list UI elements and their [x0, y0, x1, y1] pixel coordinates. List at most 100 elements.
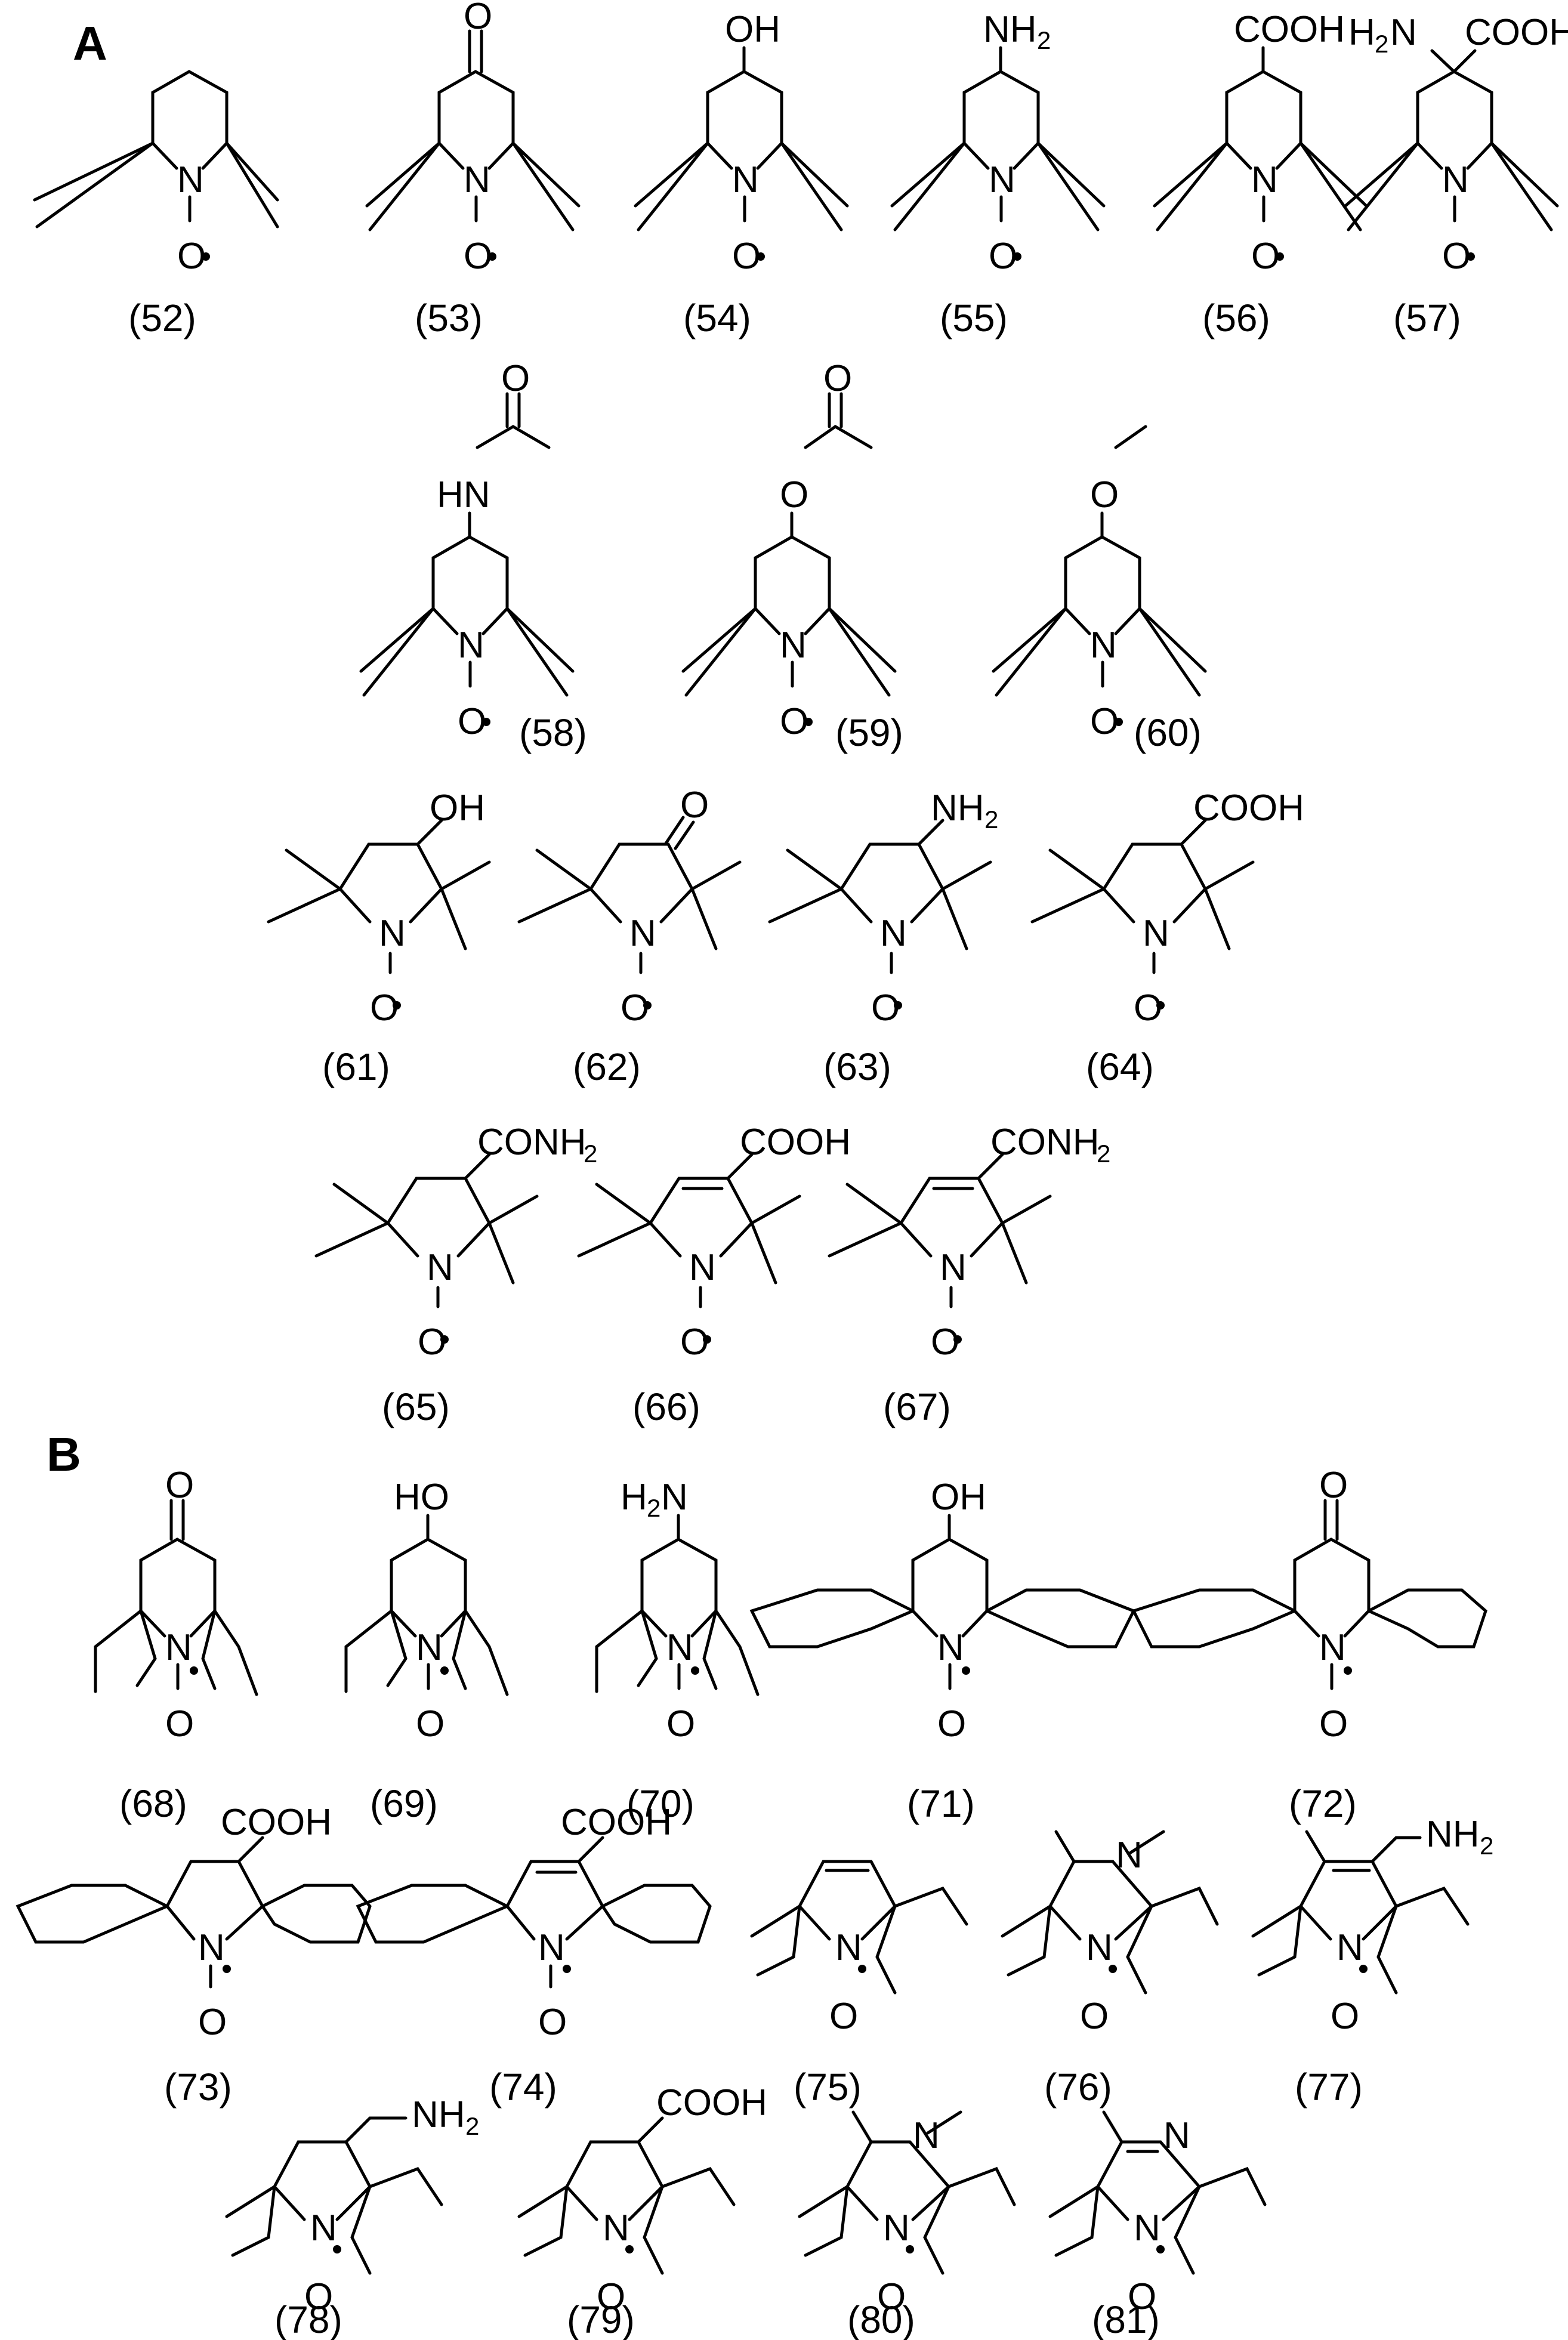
atom-label: (66) — [632, 1385, 700, 1428]
atom-label: 2 — [1037, 26, 1051, 54]
atom-label: (63) — [823, 1045, 891, 1088]
compound-66: N O COOH (66) — [577, 1122, 851, 1428]
atom-label: OH — [430, 788, 485, 829]
atom-label: N — [666, 1627, 693, 1668]
bond-lines — [749, 1514, 1136, 1690]
atom-label: (80) — [847, 2298, 915, 2340]
atom-label: (57) — [1393, 297, 1461, 339]
compound-65: N O CONH 2 (65) — [314, 1122, 597, 1428]
atom-label: N — [1086, 1927, 1113, 1968]
atom-label: O — [597, 2276, 625, 2317]
atom-label: O — [989, 236, 1017, 277]
atom-label: N — [835, 1927, 862, 1968]
atom-label: O — [165, 1465, 194, 1506]
atom-label: (74) — [489, 2066, 557, 2109]
atom-label: O — [680, 785, 709, 826]
atom-label: N — [1319, 1627, 1346, 1668]
bond-lines — [1131, 1499, 1487, 1690]
radical-dot — [1013, 252, 1021, 261]
oxygen-atom: O — [177, 236, 206, 277]
atom-label: (69) — [370, 1782, 438, 1825]
bond-lines — [992, 425, 1207, 697]
compound-label: (53) — [415, 297, 483, 339]
atom-label: O — [666, 1703, 695, 1745]
radical-dot — [906, 2245, 914, 2253]
compound-68: N O O (68) — [94, 1465, 258, 1825]
atom-label: (54) — [683, 297, 751, 339]
compound-58: HN O N O (58) — [359, 358, 587, 754]
atom-label: N — [629, 913, 656, 954]
bond-lines — [344, 1514, 509, 1696]
atom-label: (61) — [322, 1045, 390, 1088]
atom-label: O — [538, 2002, 567, 2043]
atom-label: N — [1163, 2115, 1190, 2156]
atom-label: 2 — [647, 1494, 660, 1522]
atom-label: N — [1090, 625, 1117, 666]
atom-label: (73) — [164, 2066, 232, 2109]
atom-label: N — [661, 1477, 688, 1518]
compound-55: N O NH 2 (55) — [890, 9, 1106, 339]
bond-lines — [798, 2110, 1016, 2275]
bond-lines — [1251, 1830, 1470, 1995]
atom-label: COOH — [561, 1802, 672, 1843]
atom-label: O — [877, 2276, 906, 2317]
atom-label: O — [416, 1703, 445, 1745]
atom-label: O — [1319, 1703, 1348, 1745]
atom-label: (75) — [794, 2066, 862, 2109]
compound-71: N O OH (71) — [749, 1477, 1136, 1825]
bond-lines — [634, 46, 849, 231]
radical-dot — [440, 1335, 449, 1344]
radical-dot — [482, 718, 490, 726]
bond-lines — [356, 1836, 712, 1989]
compound-77: NH 2 N O (77) — [1251, 1814, 1493, 2109]
atom-label: COOH — [740, 1122, 851, 1163]
atom-label: N — [310, 2208, 337, 2249]
atom-label: CONH — [477, 1122, 587, 1163]
atom-label: N — [427, 1247, 453, 1288]
atom-label: N — [689, 1247, 716, 1288]
bond-lines — [94, 1499, 258, 1696]
atom-label: (78) — [274, 2298, 342, 2340]
bond-lines — [359, 392, 575, 697]
compound-72: N O O (72) — [1131, 1465, 1487, 1825]
atom-label: NH — [412, 2094, 465, 2135]
atom-label: COOH — [1193, 788, 1304, 829]
atom-label: 2 — [465, 2112, 479, 2140]
compound-79: COOH N O (79) — [517, 2082, 767, 2340]
compound-63: N O NH 2 (63) — [768, 788, 998, 1088]
bond-lines — [267, 819, 491, 974]
atom-label: O — [1251, 236, 1280, 277]
radical-dot — [333, 2245, 341, 2253]
atom-label: N — [1143, 913, 1169, 954]
bond-lines — [577, 1153, 801, 1308]
atom-label: (79) — [567, 2298, 635, 2340]
compound-57: N O H 2 N COOH (57) — [1344, 12, 1568, 339]
atom-label: (64) — [1086, 1045, 1154, 1088]
atom-label: H — [1348, 12, 1375, 53]
radical-dot — [563, 1965, 571, 1973]
atom-label: (62) — [573, 1045, 641, 1088]
ester-oxygen: O — [780, 474, 808, 515]
compound-74: N O COOH (74) — [356, 1802, 712, 2109]
atom-label: 2 — [1375, 30, 1388, 58]
atom-label: COOH — [221, 1802, 332, 1843]
atom-label: O — [937, 1703, 966, 1745]
atom-label: 2 — [1480, 1832, 1493, 1860]
panel-label-b: B — [47, 1428, 81, 1481]
radical-dot — [223, 1965, 231, 1973]
oxygen-atom: O — [464, 236, 492, 277]
atom-label: N — [198, 1927, 225, 1968]
atom-label: N — [416, 1627, 443, 1668]
atom-label: H — [621, 1477, 647, 1518]
radical-dot — [804, 718, 813, 726]
radical-dot — [440, 1666, 449, 1675]
atom-label: 2 — [984, 805, 998, 833]
keto-oxygen: O — [464, 0, 492, 37]
radical-dot — [393, 1001, 401, 1010]
atom-label: O — [829, 1996, 858, 2037]
radical-dot — [1156, 2245, 1165, 2253]
bond-lines — [33, 70, 279, 229]
radical-dot — [1344, 1666, 1352, 1675]
atom-label: N — [883, 2208, 910, 2249]
hydroxyl-group: OH — [725, 9, 780, 50]
